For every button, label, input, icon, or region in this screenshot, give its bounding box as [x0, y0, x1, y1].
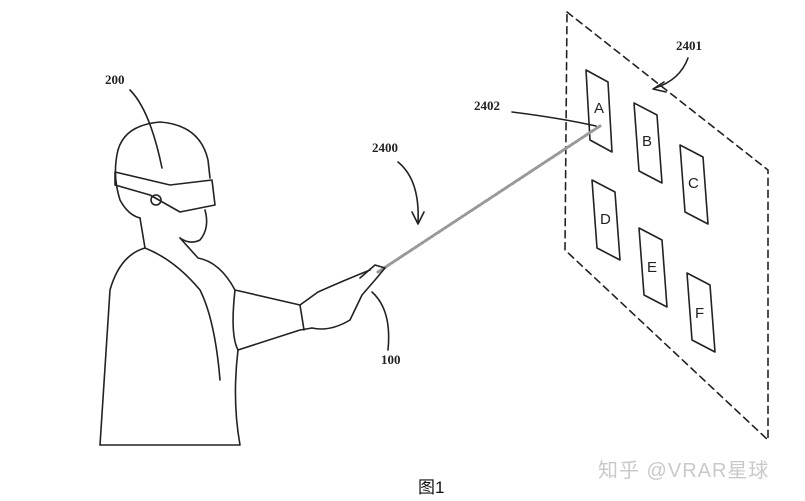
watermark: 知乎 @VRAR星球	[598, 460, 770, 482]
arrow-2401	[654, 57, 689, 89]
virtual-panel	[564, 11, 769, 441]
card-b-label: B	[642, 133, 652, 150]
label-200: 200	[105, 72, 125, 87]
card-shapes	[585, 69, 716, 353]
label-2400: 2400	[372, 140, 398, 155]
card-c-label: C	[688, 175, 699, 192]
card-e-label: E	[647, 259, 657, 276]
card-f-label: F	[695, 305, 704, 322]
arrow-2400	[397, 161, 419, 223]
leader-2402	[511, 111, 597, 127]
card-d-label: D	[600, 211, 611, 228]
label-100: 100	[381, 352, 401, 367]
pointer-beam	[376, 124, 602, 274]
label-2401: 2401	[676, 38, 702, 53]
leader-200	[129, 89, 163, 169]
figure-caption: 图1	[418, 478, 445, 497]
card-a-label: A	[594, 100, 604, 117]
leader-100	[371, 291, 390, 351]
user-figure	[99, 121, 386, 446]
label-2402: 2402	[474, 98, 500, 113]
